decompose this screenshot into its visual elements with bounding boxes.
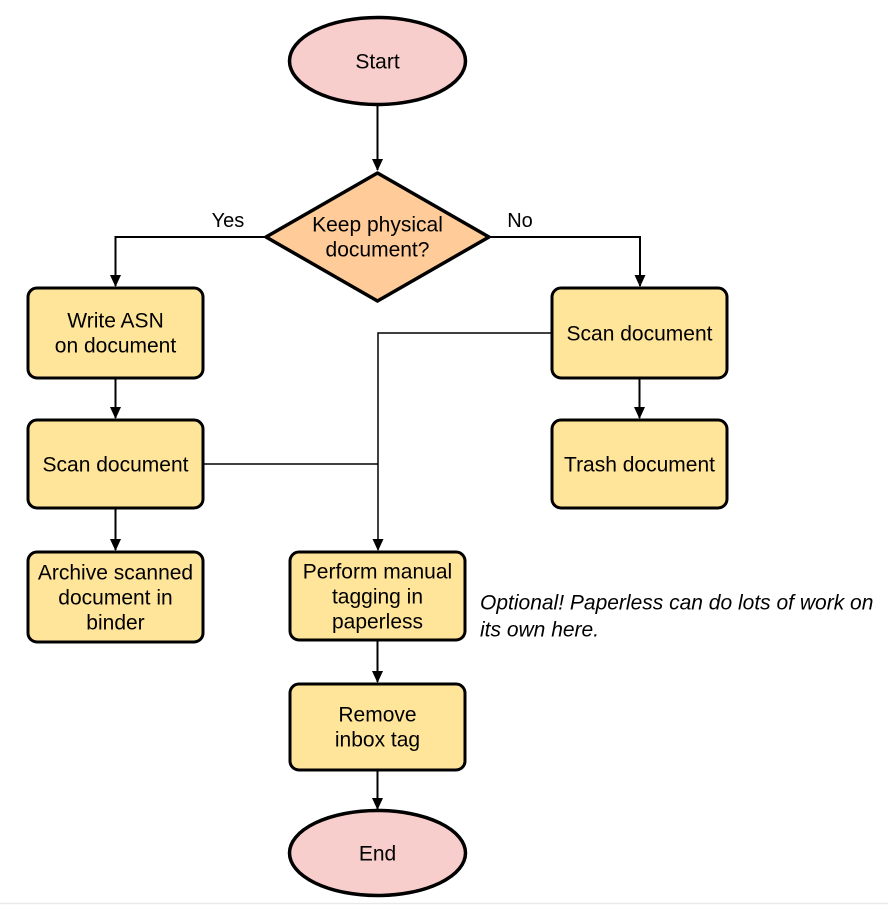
edge-label-no: No bbox=[507, 210, 533, 232]
edge-scanright-to-tagging bbox=[372, 332, 552, 551]
node-archive: Archive scanned document in binder bbox=[26, 550, 205, 644]
scan-right-process-shape bbox=[550, 286, 729, 380]
edge-label-yes: Yes bbox=[212, 210, 245, 232]
node-end: End bbox=[287, 808, 468, 898]
trash-label: Trash document bbox=[564, 454, 715, 477]
trash-process-shape bbox=[550, 418, 729, 510]
tagging-process-shape bbox=[288, 550, 467, 642]
decision-label-line2: document? bbox=[326, 239, 430, 262]
end-label: End bbox=[359, 843, 396, 866]
edge-decision-no bbox=[489, 236, 646, 287]
scan-left-label: Scan document bbox=[43, 454, 189, 477]
archive-label-line2: document in bbox=[58, 587, 172, 610]
scan-right-label: Scan document bbox=[567, 323, 713, 346]
archive-label-line3: binder bbox=[86, 612, 144, 635]
end-terminator-shape bbox=[287, 808, 468, 898]
node-tagging: Perform manual tagging in paperless bbox=[288, 550, 467, 642]
note-optional: Optional! Paperless can do lots of work … bbox=[480, 592, 873, 642]
note-line2: its own here. bbox=[480, 619, 599, 642]
node-trash: Trash document bbox=[550, 418, 729, 510]
remove-inbox-process-shape bbox=[288, 682, 467, 772]
node-decision: Keep physical document? bbox=[264, 171, 491, 303]
edge-decision-yes bbox=[110, 236, 266, 287]
archive-process-shape bbox=[26, 550, 205, 644]
archive-label-line1: Archive scanned bbox=[38, 562, 193, 585]
remove-inbox-label-line1: Remove bbox=[338, 704, 416, 727]
tagging-label-line2: tagging in bbox=[332, 586, 423, 609]
tagging-label-line3: paperless bbox=[332, 611, 423, 634]
node-write-asn: Write ASN on document bbox=[26, 286, 205, 380]
write-asn-process-shape bbox=[26, 286, 205, 380]
node-remove-inbox: Remove inbox tag bbox=[288, 682, 467, 772]
node-scan-right: Scan document bbox=[550, 286, 729, 380]
decision-label-line1: Keep physical bbox=[312, 214, 443, 237]
decision-diamond-shape bbox=[264, 171, 491, 303]
write-asn-label-line1: Write ASN bbox=[67, 310, 163, 333]
node-scan-left: Scan document bbox=[26, 418, 205, 510]
tagging-label-line1: Perform manual bbox=[303, 561, 452, 584]
scan-left-process-shape bbox=[26, 418, 205, 510]
node-start: Start bbox=[287, 15, 468, 107]
write-asn-label-line2: on document bbox=[55, 335, 177, 358]
start-terminator-shape bbox=[287, 15, 468, 107]
note-line1: Optional! Paperless can do lots of work … bbox=[480, 592, 873, 615]
remove-inbox-label-line2: inbox tag bbox=[335, 729, 420, 752]
start-label: Start bbox=[355, 51, 400, 74]
